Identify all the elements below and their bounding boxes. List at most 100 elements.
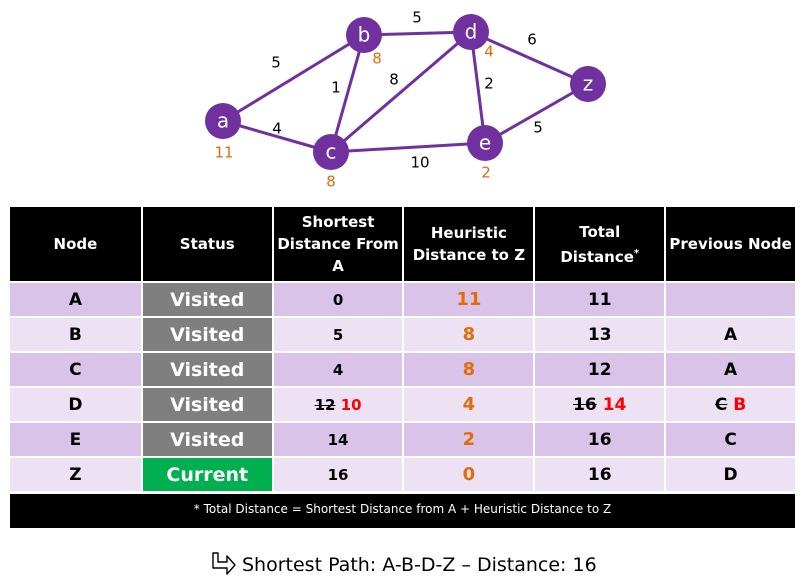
cell-heuristic: 2 (402, 421, 534, 456)
edge-weight-b-d: 5 (412, 9, 422, 27)
node-circle-z (570, 66, 606, 102)
edge-weight-c-e: 10 (410, 154, 429, 172)
edge-weight-a-c: 4 (272, 120, 282, 138)
header-status: Status (140, 207, 272, 281)
footnote: * Total Distance = Shortest Distance fro… (10, 494, 795, 528)
shortest-distance-new-value: 10 (340, 395, 362, 414)
heuristic-label-c: 8 (326, 173, 336, 191)
node-label-a: a (217, 109, 229, 133)
shortest-distance-old-value: 12 (314, 395, 336, 414)
shortest-path-text: Shortest Path: A-B-D-Z – Distance: 16 (242, 554, 597, 576)
node-b: b (346, 17, 382, 53)
cell-total-distance: 16 (533, 456, 665, 491)
edge-c-d (330, 30, 472, 154)
edge-d-z (470, 30, 589, 86)
asterisk-mark: * (633, 247, 640, 259)
node-label-b: b (358, 23, 371, 47)
cell-shortest-distance: 14 (271, 421, 403, 456)
turn-right-arrow-icon (212, 552, 236, 575)
edge-a-c (222, 119, 332, 154)
cell-node: A (10, 281, 141, 316)
cell-total-distance: 13 (533, 316, 665, 351)
heuristic-label-d: 4 (484, 43, 494, 61)
edge-weight-d-z: 6 (527, 31, 537, 49)
edge-c-e (330, 141, 486, 154)
node-table: Node Status Shortest Distance From A Heu… (10, 207, 795, 491)
edge-e-z (484, 82, 589, 145)
node-d: d (453, 14, 489, 50)
node-circle-d (453, 14, 489, 50)
cell-previous-node: C (664, 421, 795, 456)
header-total-distance: Total Distance* (533, 207, 665, 281)
cell-previous-node (664, 281, 795, 316)
cell-node: B (10, 316, 141, 351)
cell-status: Visited (140, 421, 272, 456)
cell-total-distance: 11 (533, 281, 665, 316)
total-distance-new-value: 14 (602, 394, 627, 415)
cell-total-distance: 16 14 (533, 386, 665, 421)
node-circle-a (205, 103, 241, 139)
node-circle-c (313, 134, 349, 170)
node-label-c: c (326, 140, 337, 164)
cell-status: Visited (140, 316, 272, 351)
node-label-e: e (479, 131, 491, 155)
edge-weight-e-z: 5 (533, 119, 543, 137)
cell-previous-node: D (664, 456, 795, 491)
node-label-z: z (583, 72, 594, 96)
header-shortest-distance: Shortest Distance From A (271, 207, 403, 281)
edge-weight-b-c: 1 (331, 79, 341, 97)
edge-d-e (469, 31, 487, 144)
heuristic-label-a: 11 (214, 144, 233, 162)
cell-shortest-distance: 0 (271, 281, 403, 316)
cell-heuristic: 8 (402, 351, 534, 386)
header-heuristic-distance: Heuristic Distance to Z (402, 207, 534, 281)
node-circle-b (346, 17, 382, 53)
cell-heuristic: 0 (402, 456, 534, 491)
header-total-distance-label: Total Distance (560, 222, 634, 266)
node-circle-e (467, 125, 503, 161)
table-header-row: Node Status Shortest Distance From A Heu… (10, 207, 795, 281)
header-node: Node (10, 207, 141, 281)
cell-shortest-distance: 16 (271, 456, 403, 491)
previous-node-old-value: C (714, 394, 728, 415)
result-line: Shortest Path: A-B-D-Z – Distance: 16 (208, 550, 597, 580)
cell-status: Visited (140, 351, 272, 386)
node-label-d: d (465, 20, 478, 44)
header-previous-node: Previous Node (664, 207, 795, 281)
previous-node-new-value: B (733, 394, 747, 415)
cell-status: Current (140, 456, 272, 491)
cell-heuristic: 4 (402, 386, 534, 421)
total-distance-old-value: 16 (573, 394, 597, 415)
heuristic-label-e: 2 (481, 164, 491, 182)
cell-node: C (10, 351, 141, 386)
edge-a-b (222, 33, 365, 123)
cell-status: Visited (140, 281, 272, 316)
cell-node: Z (10, 456, 141, 491)
cell-status: Visited (140, 386, 272, 421)
heuristic-label-b: 8 (372, 50, 382, 68)
cell-previous-node: A (664, 316, 795, 351)
cell-heuristic: 11 (402, 281, 534, 316)
node-a: a (205, 103, 241, 139)
cell-total-distance: 12 (533, 351, 665, 386)
cell-shortest-distance: 12 10 (271, 386, 403, 421)
cell-shortest-distance: 5 (271, 316, 403, 351)
edge-b-c (329, 34, 366, 153)
cell-node: E (10, 421, 141, 456)
edge-weight-d-e: 2 (484, 75, 494, 93)
cell-total-distance: 16 (533, 421, 665, 456)
cell-heuristic: 8 (402, 316, 534, 351)
edge-weight-c-d: 8 (389, 71, 399, 89)
cell-previous-node: C B (664, 386, 795, 421)
node-e: e (467, 125, 503, 161)
node-z: z (570, 66, 606, 102)
cell-node: D (10, 386, 141, 421)
node-c: c (313, 134, 349, 170)
edge-weight-a-b: 5 (271, 54, 281, 72)
